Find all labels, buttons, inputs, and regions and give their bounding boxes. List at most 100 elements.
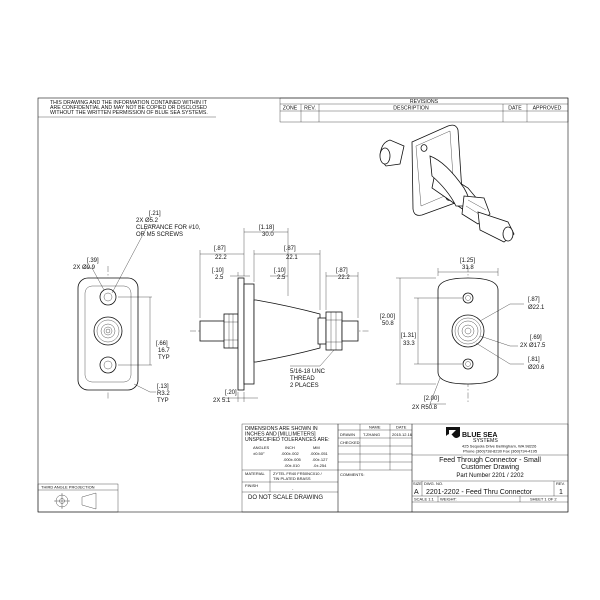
side-base-mm: 2X 5.1 <box>213 398 231 404</box>
brand-line-2: SYSTEMS <box>473 438 498 444</box>
dwg-label: DWG. NO. <box>424 481 443 486</box>
right-height-mm: 50.8 <box>382 321 394 327</box>
material-val-1: ZYTEL FR40 FR50NC010 / <box>273 471 323 476</box>
right-height-in: [2.00] <box>380 314 395 320</box>
size-value: A <box>414 489 419 496</box>
left-pitch-mm: 16.7 <box>158 348 170 354</box>
right-pitch-in: [1.31] <box>401 333 416 339</box>
drawing-title-2: Customer Drawing <box>461 464 519 471</box>
right-d2-in: [.69] <box>530 335 542 341</box>
side-left-len-mm: 22.2 <box>215 255 227 261</box>
projection-label: THIRD ANGLE PROJECTION <box>41 485 95 490</box>
side-flange-r-mm: 2.5 <box>277 275 286 281</box>
address-line-2: Phone (360)738-8230 Fax (360)734-4195 <box>463 449 538 454</box>
right-nut <box>325 311 343 351</box>
tol-inch-1: .000±.002 <box>281 451 300 456</box>
rev-header-description: DESCRIPTION <box>393 106 429 112</box>
sheet: SHEET 1 OF 2 <box>530 497 557 502</box>
left-nut <box>223 313 239 349</box>
tol-inch-2: .000±.005 <box>283 457 302 462</box>
side-view: [1.18] 30.0 [.87] 22.2 [.87] 22.1 [.10] … <box>190 225 370 404</box>
drawing-title-1: Feed Through Connector - Small <box>439 457 541 464</box>
left-radius-in: [.13] <box>157 384 169 390</box>
right-stud <box>341 320 359 342</box>
address-line-1: 425 Sequoia Drive Bellingham, WA 98226 <box>462 444 537 449</box>
signoff-col-name: NAME <box>369 425 381 430</box>
side-flange-r-in: [.10] <box>274 268 286 274</box>
rev-label: REV. <box>556 481 565 486</box>
left-stud <box>199 320 227 342</box>
brand-line-1: BLUE SEA <box>462 432 497 439</box>
tolerance-block: DIMENSIONS ARE SHOWN IN INCHES AND [MILL… <box>241 423 339 513</box>
right-pitch-mm: 33.3 <box>403 341 415 347</box>
left-radius-mm: R3.2 <box>157 391 170 397</box>
right-d2-mm: 2X Ø17.5 <box>520 343 546 349</box>
rev-header-zone: ZONE <box>283 106 298 112</box>
material-label: MATERIAL <box>245 471 265 476</box>
tol-col-mm: MM <box>313 445 320 450</box>
drawn-date: 2015.12.16 <box>392 432 413 437</box>
side-flange-l-mm: 2.5 <box>215 275 224 281</box>
tol-inch-3: .00±.010 <box>284 463 300 468</box>
dwg-value: 2201-2202 - Feed Thru Connector <box>426 489 533 496</box>
left-hole-in: [.21] <box>149 211 161 217</box>
tol-angle-val: ±0.50° <box>253 451 265 456</box>
right-width-mm: 31.8 <box>462 265 474 271</box>
weight: WEIGHT: <box>440 497 457 502</box>
left-hole-note-1: CLEARANCE FOR #10, <box>136 225 201 231</box>
projection-block: THIRD ANGLE PROJECTION <box>37 483 119 513</box>
right-r-in: [2.00] <box>424 396 439 402</box>
rev-value: 1 <box>559 489 563 496</box>
tol-line-2: INCHES AND [MILLIMETERS] <box>245 432 316 438</box>
blue-sea-logo: BLUE SEA SYSTEMS <box>446 427 498 444</box>
comments-label: COMMENTS: <box>340 472 364 477</box>
size-label: SIZE <box>413 481 422 486</box>
scale: SCALE 1:1 <box>414 497 435 502</box>
thread-note-3: 2 PLACES <box>290 383 319 389</box>
left-width-mm: 2X Ø9.9 <box>73 265 96 271</box>
left-hole-mm: 2X Ø5.2 <box>136 218 159 224</box>
notice-line-2: ARE CONFIDENTIAL AND MAY NOT BE COPIED O… <box>50 105 207 111</box>
connector-body <box>253 299 321 363</box>
side-right-len-in: [.87] <box>336 268 348 274</box>
left-radius-typ: TYP <box>157 398 169 404</box>
tol-mm-3: .0±.254 <box>313 463 327 468</box>
notice-line-3: WITHOUT THE WRITTEN PERMISSION OF BLUE S… <box>50 110 208 116</box>
left-flange <box>237 277 245 391</box>
finish-val: - <box>292 486 294 491</box>
right-d1-in: [.87] <box>528 297 540 303</box>
signoff-col-date: DATE <box>396 425 407 430</box>
finish-label: FINISH <box>245 483 258 488</box>
material-val-2: TIN PLATED BRASS <box>273 476 311 481</box>
no-scale-note: DO NOT SCALE DRAWING <box>248 495 323 501</box>
notice-line-1: THIS DRAWING AND THE INFORMATION CONTAIN… <box>50 100 208 106</box>
isometric-view <box>379 124 515 243</box>
left-view: [.21] 2X Ø5.2 CLEARANCE FOR #10, OR M5 S… <box>73 211 201 404</box>
right-d3-in: [.81] <box>528 357 540 363</box>
right-view: [1.25] 31.8 [2.00] 50.8 [1.31] 33.3 [.87… <box>380 258 546 411</box>
side-body-len-mm: 22.1 <box>286 255 298 261</box>
revisions-title: REVISIONS <box>410 99 439 105</box>
left-width-in: [.39] <box>87 258 99 264</box>
side-flange-l-in: [.10] <box>212 268 224 274</box>
tol-col-angles: ANGLES <box>253 445 270 450</box>
tol-col-inch: INCH <box>285 445 295 450</box>
left-pitch-in: [.66] <box>156 341 168 347</box>
side-left-len-in: [.87] <box>214 246 226 252</box>
rev-header-date: DATE <box>508 106 522 112</box>
right-d3-mm: Ø20.6 <box>528 365 545 371</box>
right-width-in: [1.25] <box>460 258 475 264</box>
confidential-notice: THIS DRAWING AND THE INFORMATION CONTAIN… <box>38 100 216 118</box>
revisions-table: REVISIONS ZONE REV. DESCRIPTION DATE APP… <box>279 97 569 123</box>
checked-label: CHECKED <box>340 440 360 445</box>
tol-line-1: DIMENSIONS ARE SHOWN IN <box>245 426 318 432</box>
drawn-name: T.ZHANG <box>363 432 380 437</box>
projection-cone-icon <box>81 492 97 510</box>
left-pitch-typ: TYP <box>158 355 170 361</box>
drawn-label: DRAWN <box>340 432 355 437</box>
shoulder <box>317 317 327 345</box>
side-overall-mm: 30.0 <box>262 232 274 238</box>
side-overall-in: [1.18] <box>259 225 274 231</box>
tol-line-3: UNSPECIFIED TOLERANCES ARE: <box>245 437 330 443</box>
right-r-mm: 2X R50.8 <box>412 405 438 411</box>
